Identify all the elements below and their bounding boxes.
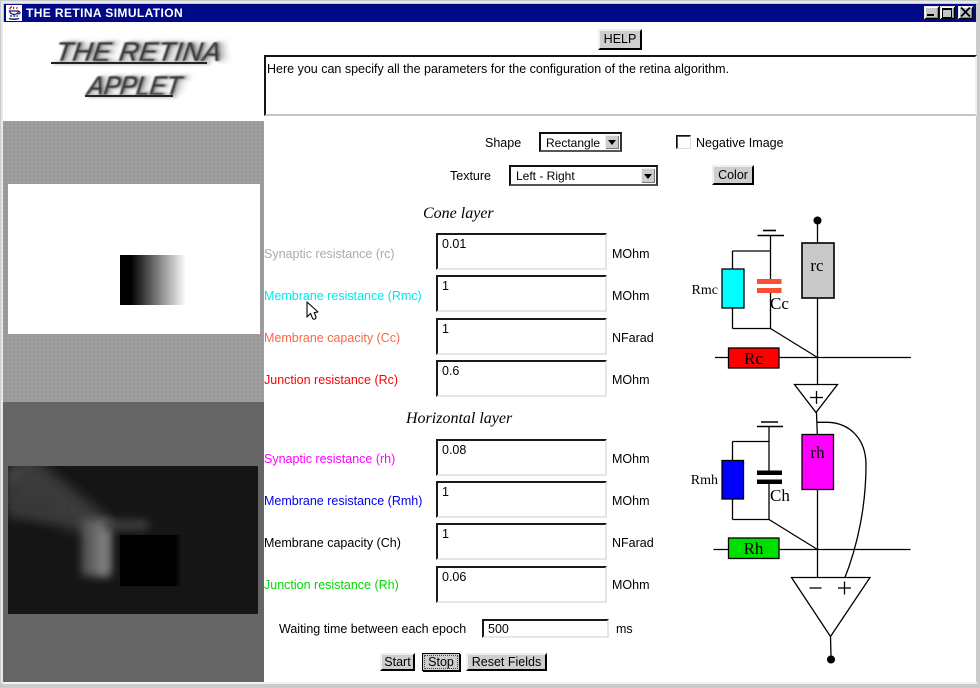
svg-text:Rc: Rc [744,349,763,368]
svg-text:rc: rc [810,256,824,275]
svg-text:Cc: Cc [770,294,789,313]
svg-text:Rh: Rh [744,539,764,558]
svg-text:Rmc: Rmc [692,283,718,298]
svg-text:Ch: Ch [770,486,790,505]
svg-text:rh: rh [810,443,825,462]
svg-text:Rmh: Rmh [691,473,718,488]
